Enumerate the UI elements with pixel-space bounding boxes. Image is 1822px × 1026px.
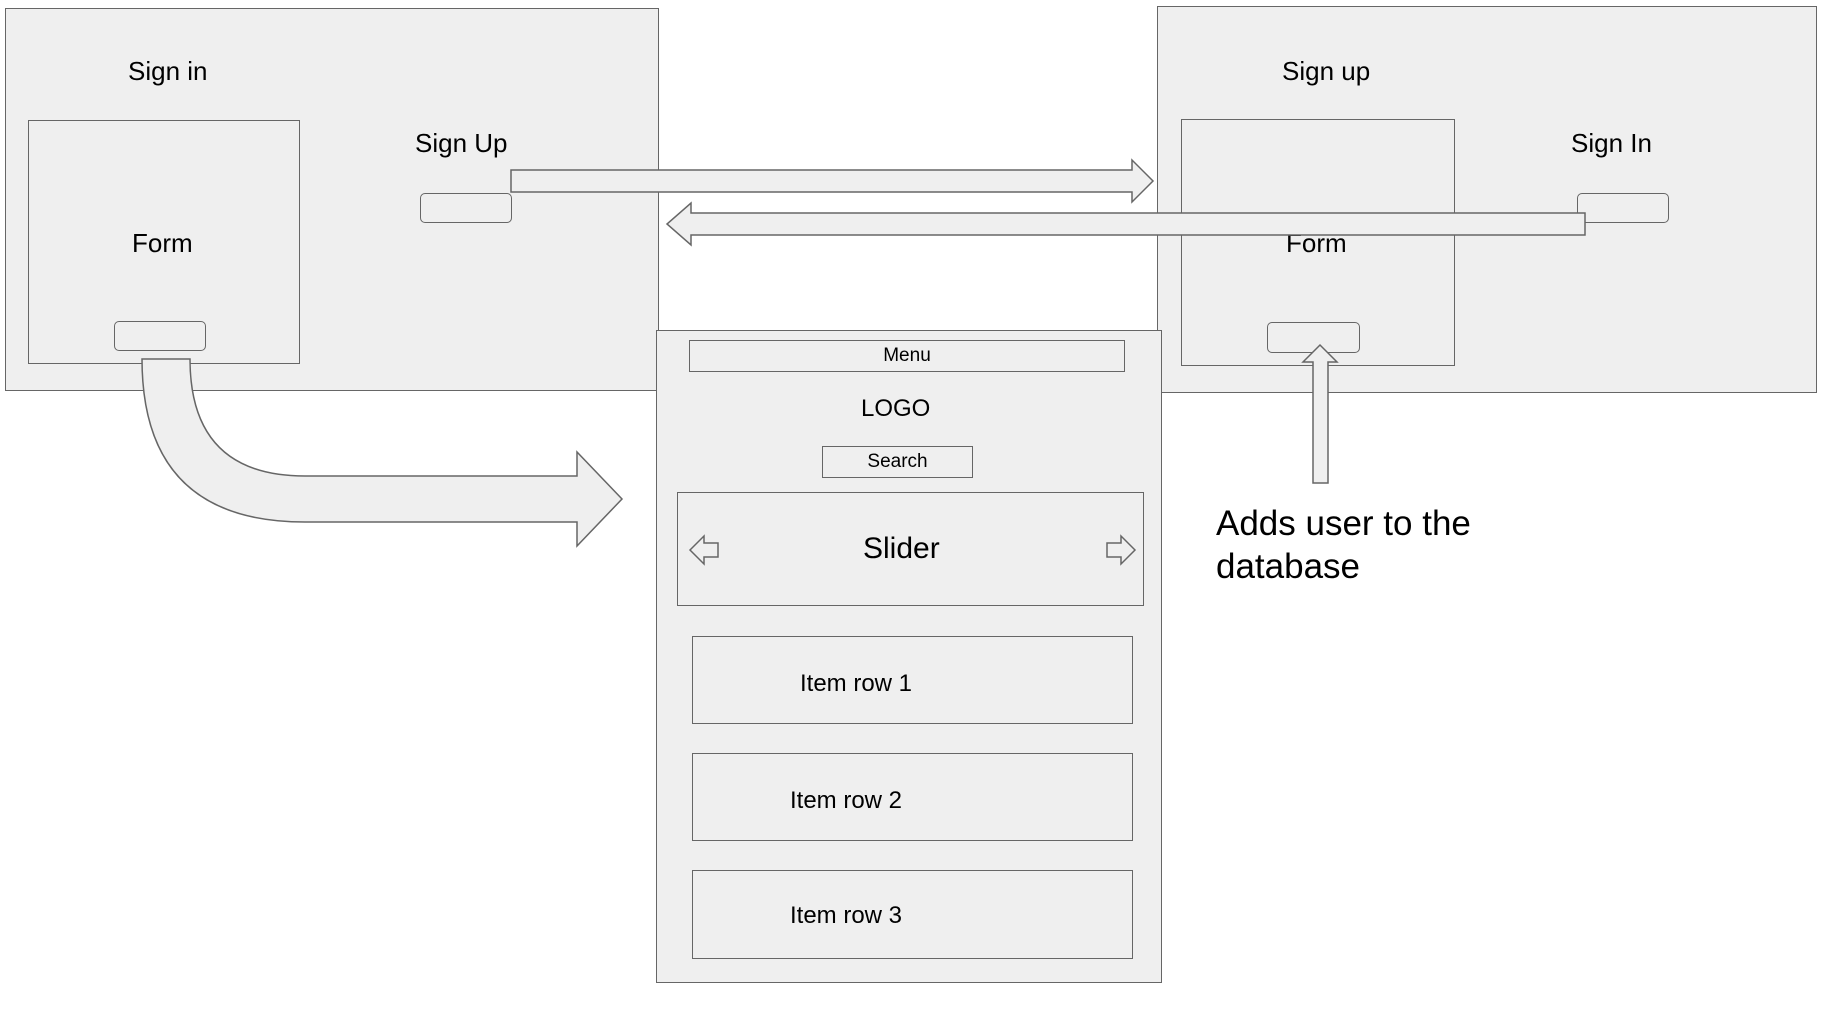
adds-user-arrow xyxy=(1301,343,1339,484)
signin-submit-button[interactable] xyxy=(114,321,206,351)
signin-link-label: Sign In xyxy=(1571,128,1652,158)
slider-next-icon xyxy=(1106,534,1137,566)
slider-prev-icon xyxy=(688,534,719,566)
signup-flow-arrow xyxy=(510,158,1155,204)
item-row[interactable]: Item row 3 xyxy=(692,870,1133,959)
annotation-line: database xyxy=(1216,547,1361,586)
item-row-label: Item row 1 xyxy=(800,670,913,697)
search-bar[interactable]: Search xyxy=(822,446,973,478)
item-row[interactable]: Item row 1 xyxy=(692,636,1133,724)
item-row-label: Item row 3 xyxy=(790,902,903,929)
signin-link-button[interactable] xyxy=(1577,193,1669,223)
menu-bar[interactable]: Menu xyxy=(689,340,1125,372)
slider-label: Slider xyxy=(863,532,940,565)
item-row[interactable]: Item row 2 xyxy=(692,753,1133,841)
logo: LOGO xyxy=(861,395,931,422)
annotation-line: Adds user to the xyxy=(1216,504,1471,543)
signin-flow-arrow xyxy=(665,201,1586,247)
slider xyxy=(677,492,1144,606)
signin-title: Sign in xyxy=(128,56,208,86)
signup-link-button[interactable] xyxy=(420,193,512,223)
signin-to-home-arrow xyxy=(141,358,624,548)
signup-title: Sign up xyxy=(1282,56,1371,86)
annotation-text: Adds user to the database xyxy=(1216,502,1471,588)
signup-link-label: Sign Up xyxy=(415,128,508,158)
item-row-label: Item row 2 xyxy=(790,787,903,814)
signin-form-label: Form xyxy=(132,228,193,258)
